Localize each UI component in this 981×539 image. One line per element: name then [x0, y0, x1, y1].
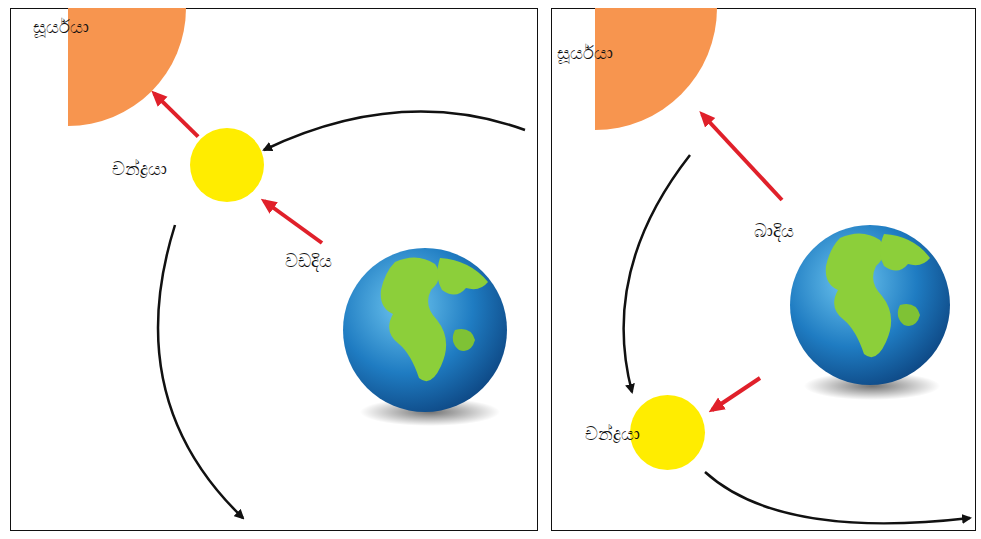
moon-circle [190, 128, 264, 202]
pull-arrow [702, 114, 782, 200]
pull-arrow [712, 378, 760, 410]
pull-arrow [264, 201, 322, 243]
body-label: සූර්යයා [33, 16, 89, 38]
panel-frame [11, 9, 538, 531]
orbit-arrow [624, 155, 690, 392]
moon-circle [630, 395, 705, 470]
tide-label: බාදිය [752, 220, 796, 242]
earth-picture [343, 248, 507, 426]
body-label: චන්ද්‍රයා [112, 158, 167, 180]
body-label: චන්ද්‍රයා [585, 423, 640, 445]
orbit-arrow [158, 225, 243, 518]
panel-frame [552, 9, 976, 531]
orbit-arrow [264, 112, 525, 150]
moon-node: චන්ද්‍රයා [630, 395, 705, 470]
pull-arrow [154, 93, 198, 136]
sun-node: සූර්යයා [595, 8, 717, 130]
moon-circle [190, 128, 264, 202]
body-label: සූර්යයා [557, 42, 613, 64]
orbit-arrow [705, 472, 970, 523]
tide-label: වඩදිය [283, 250, 334, 272]
moon-circle [630, 395, 705, 470]
moon-node: චන්ද්‍රයා [190, 128, 264, 202]
sun-shape [595, 8, 717, 130]
sun-shape [595, 8, 717, 130]
earth-picture [790, 225, 950, 400]
sun-node: සූර්යයා [68, 8, 186, 126]
